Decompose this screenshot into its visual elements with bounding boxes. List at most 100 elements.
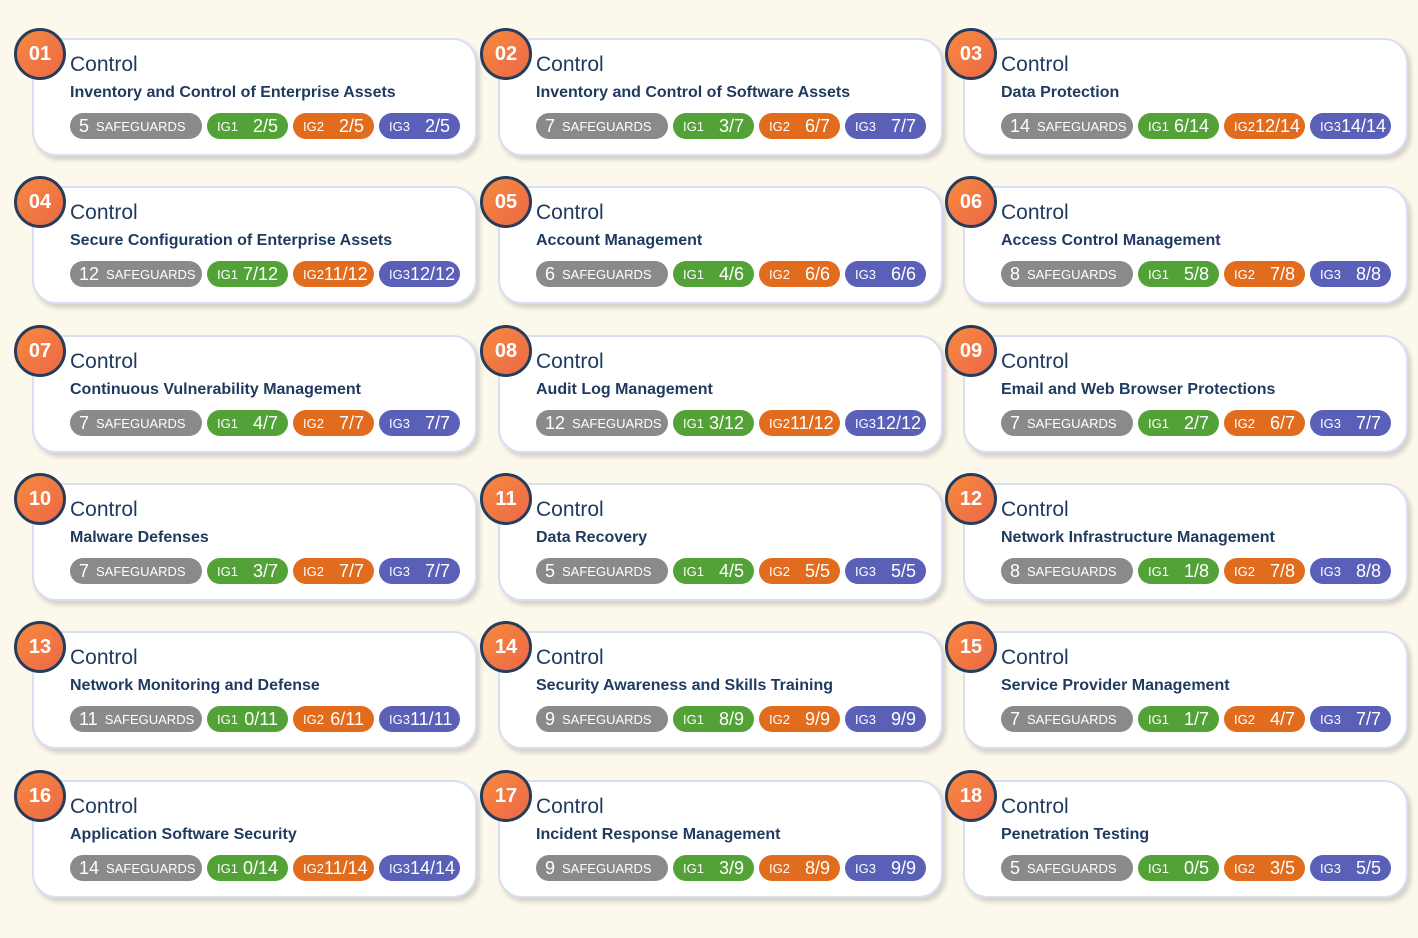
ig2-label: IG2	[769, 860, 790, 876]
safeguards-count: 14	[79, 857, 100, 878]
ig1-value: 3/9	[718, 857, 744, 878]
control-number-badge: 18	[945, 770, 997, 822]
ig1-value: 0/5	[1183, 857, 1209, 878]
ig2-pill: IG2 8/9	[759, 855, 840, 881]
safeguards-pill: 14 SAFEGUARDS	[70, 855, 202, 881]
ig1-value: 2/5	[252, 115, 278, 136]
control-label: Control	[536, 795, 604, 818]
safeguards-label: SAFEGUARDS	[562, 118, 652, 134]
control-number-badge: 13	[14, 621, 66, 673]
ig3-value: 8/8	[1355, 560, 1381, 581]
ig3-value: 7/7	[890, 115, 916, 136]
ig1-label: IG1	[683, 860, 704, 876]
ig3-value: 14/14	[409, 857, 456, 878]
ig1-value: 6/14	[1173, 115, 1209, 136]
ig1-value: 4/5	[718, 560, 744, 581]
safeguards-label: SAFEGUARDS	[104, 711, 195, 727]
control-number-badge: 02	[480, 28, 532, 80]
safeguards-count: 7	[1010, 412, 1021, 433]
control-label: Control	[536, 350, 604, 373]
control-name: Service Provider Management	[1001, 677, 1230, 694]
ig3-value: 7/7	[424, 412, 450, 433]
safeguards-label: SAFEGUARDS	[1027, 563, 1117, 579]
ig2-label: IG2	[769, 118, 790, 134]
ig2-label: IG2	[303, 711, 324, 727]
control-label: Control	[1001, 646, 1069, 669]
ig1-label: IG1	[217, 118, 238, 134]
control-number-badge: 15	[945, 621, 997, 673]
ig2-label: IG2	[769, 563, 790, 579]
safeguards-label: SAFEGUARDS	[572, 415, 662, 431]
ig3-label: IG3	[389, 415, 410, 431]
control-name: Continuous Vulnerability Management	[70, 381, 361, 398]
ig3-label: IG3	[855, 118, 876, 134]
ig2-label: IG2	[1234, 563, 1255, 579]
ig3-label: IG3	[855, 711, 876, 727]
ig3-value: 9/9	[890, 857, 916, 878]
ig2-value: 8/9	[804, 857, 830, 878]
ig3-pill: IG3 7/7	[379, 410, 460, 436]
control-label: Control	[70, 646, 138, 669]
ig3-label: IG3	[389, 563, 410, 579]
control-name: Network Infrastructure Management	[1001, 529, 1275, 546]
ig2-value: 7/7	[338, 412, 364, 433]
ig3-label: IG3	[855, 563, 876, 579]
ig2-label: IG2	[303, 860, 324, 876]
safeguards-label: SAFEGUARDS	[96, 563, 186, 579]
safeguards-label: SAFEGUARDS	[562, 711, 652, 727]
control-label: Control	[70, 201, 138, 224]
control-name: Audit Log Management	[536, 381, 713, 398]
control-name: Data Protection	[1001, 84, 1120, 101]
ig2-value: 4/7	[1269, 708, 1295, 729]
safeguards-label: SAFEGUARDS	[106, 860, 196, 876]
control-number-badge: 11	[480, 473, 532, 525]
safeguards-label: SAFEGUARDS	[96, 415, 186, 431]
safeguards-label: SAFEGUARDS	[1027, 860, 1117, 876]
ig3-value: 5/5	[890, 560, 916, 581]
ig2-value: 2/5	[338, 115, 364, 136]
ig3-label: IG3	[1320, 860, 1341, 876]
ig3-value: 12/12	[409, 263, 456, 284]
ig1-label: IG1	[683, 118, 704, 134]
ig2-value: 6/11	[330, 708, 364, 729]
safeguards-count: 5	[545, 560, 556, 581]
safeguards-label: SAFEGUARDS	[1027, 266, 1117, 282]
ig3-value: 6/6	[890, 263, 916, 284]
ig3-label: IG3	[1320, 118, 1341, 134]
control-label: Control	[70, 795, 138, 818]
ig1-label: IG1	[683, 415, 704, 431]
ig1-label: IG1	[1148, 266, 1169, 282]
control-label: Control	[70, 498, 138, 521]
control-label: Control	[1001, 498, 1069, 521]
